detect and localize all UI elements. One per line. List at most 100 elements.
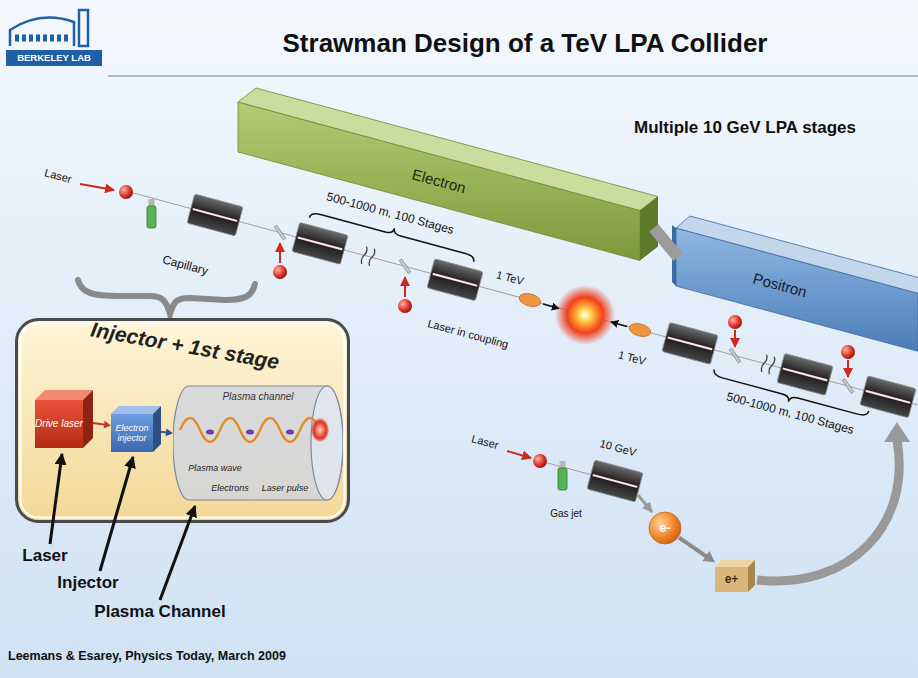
berkeley-lab-logo: [6, 10, 102, 66]
positron-target-box-face: [715, 560, 755, 567]
plasma-stage: [777, 353, 833, 395]
callout-arrow: [50, 454, 62, 544]
beam-arrow: [638, 495, 652, 512]
header-rule: [108, 75, 918, 77]
mirror: [274, 225, 286, 240]
positron-target-box: e+: [715, 560, 755, 592]
positron-bunch: [628, 321, 652, 338]
laser-pulse: [311, 418, 329, 442]
drive-laser-box-face: [35, 390, 93, 400]
return-arrow: [757, 440, 899, 581]
callout-label: Plasma Channel: [94, 602, 225, 622]
transfer-arrow: [679, 538, 715, 563]
logo-text: BERKELEY LAB: [17, 53, 91, 64]
electron-injector-box-face: [153, 406, 161, 452]
beam-arrow: [611, 322, 627, 327]
electron-injector-box-face: [111, 414, 153, 452]
laser-ball: [273, 265, 287, 279]
laser-arrow: [507, 451, 531, 458]
laser-label: Laser: [43, 166, 73, 185]
plasma-stage: [662, 322, 718, 364]
laser-ball: [841, 345, 855, 359]
inset-brace: [78, 280, 255, 314]
beam-transfer-pipe-line: [654, 228, 678, 257]
laser-arrow: [279, 243, 281, 263]
plasma-wave: [180, 418, 320, 442]
callout-arrow: [100, 457, 133, 571]
gas-cylinder: [147, 206, 156, 228]
laser-label: Laser in coupling: [426, 317, 510, 351]
arrowhead: [703, 551, 715, 562]
plasma-stage: [292, 222, 348, 264]
laser-ball: [533, 454, 547, 468]
logo-building: [10, 18, 74, 47]
injection-arrow: [161, 429, 173, 437]
box-label: Electron injector: [111, 423, 153, 444]
electron-injector-box-face: [111, 406, 161, 414]
mirror: [399, 259, 411, 274]
laser-ball: [398, 299, 412, 313]
part-label: Capillary: [161, 253, 210, 278]
gas-nozzle: [149, 199, 155, 206]
callout-label: Injector: [57, 573, 118, 593]
energy-label: 1 TeV: [617, 348, 647, 367]
energy-label: 10 GeV: [598, 437, 637, 459]
transfer-arrow-line: [679, 538, 708, 558]
electron-dot: [206, 430, 214, 435]
energy-label: 1 TeV: [495, 268, 525, 287]
drive-laser-box: Drive laser: [35, 390, 93, 448]
positron-target-box-face: [748, 560, 755, 592]
electron-ball: e-: [648, 511, 682, 545]
length-label: 500-1000 m, 100 Stages: [725, 390, 856, 437]
laser-ball: [728, 315, 742, 329]
laser-arrow: [93, 421, 111, 429]
logo-tower: [79, 10, 88, 46]
laser-arrow: [847, 360, 849, 377]
callout-arrow: [160, 506, 195, 600]
inset-label: Laser pulse: [262, 483, 309, 493]
electron-injector-box: Electron injector: [111, 406, 161, 452]
mirror: [842, 379, 854, 394]
electron-dot: [246, 430, 254, 435]
slide-title: Strawman Design of a TeV LPA Collider: [283, 29, 768, 59]
collision-point: [555, 285, 615, 345]
laser-arrow-line: [93, 423, 105, 425]
plasma-stage: [187, 194, 243, 236]
laser-arrow: [734, 330, 736, 347]
inset-panel: Injector + 1st stageDrive laserElectron …: [15, 318, 350, 523]
positron-beamline-bar: Positron: [668, 212, 918, 382]
drive-laser-box-face: [83, 390, 93, 448]
laser-ball: [119, 185, 133, 199]
callout-label: Laser: [22, 546, 67, 566]
plasma-channel-cylinder-face: [311, 386, 343, 500]
gas-jet: [558, 468, 567, 490]
box-label: Drive laser: [35, 418, 83, 430]
plasma-channel-cylinder: Plasma channel: [173, 384, 343, 502]
laser-arrow: [80, 184, 114, 190]
heading-note: Multiple 10 GeV LPA stages: [634, 118, 856, 138]
electron-beamline-bar: Electron: [230, 78, 662, 278]
logo-bar: [6, 50, 102, 66]
drive-laser-box-face: [35, 400, 83, 448]
cylinder-label: Plasma channel: [203, 391, 313, 403]
inset-label: Plasma wave: [188, 463, 242, 473]
particle-label: e+: [715, 573, 748, 587]
laser-arrow: [404, 277, 406, 297]
electron-beamline-bar-face: [238, 88, 658, 211]
arrowhead: [166, 429, 173, 437]
source-caption: Leemans & Esarey, Physics Today, March 2…: [8, 649, 286, 663]
inset-label: Electrons: [211, 483, 249, 493]
plasma-stage: [427, 259, 483, 301]
electron-bunch: [518, 291, 542, 308]
positron-target-box-face: [715, 567, 748, 592]
arrowhead: [104, 421, 111, 429]
return-arrowhead: [884, 422, 910, 442]
part-label: Gas jet: [549, 508, 583, 520]
break-mark: [360, 246, 375, 266]
mirror: [729, 348, 741, 363]
logo-windows: [15, 35, 70, 42]
plasma-channel-cylinder-face: [173, 386, 343, 500]
break-mark: [760, 354, 775, 374]
electron-ball-face: [649, 512, 681, 544]
